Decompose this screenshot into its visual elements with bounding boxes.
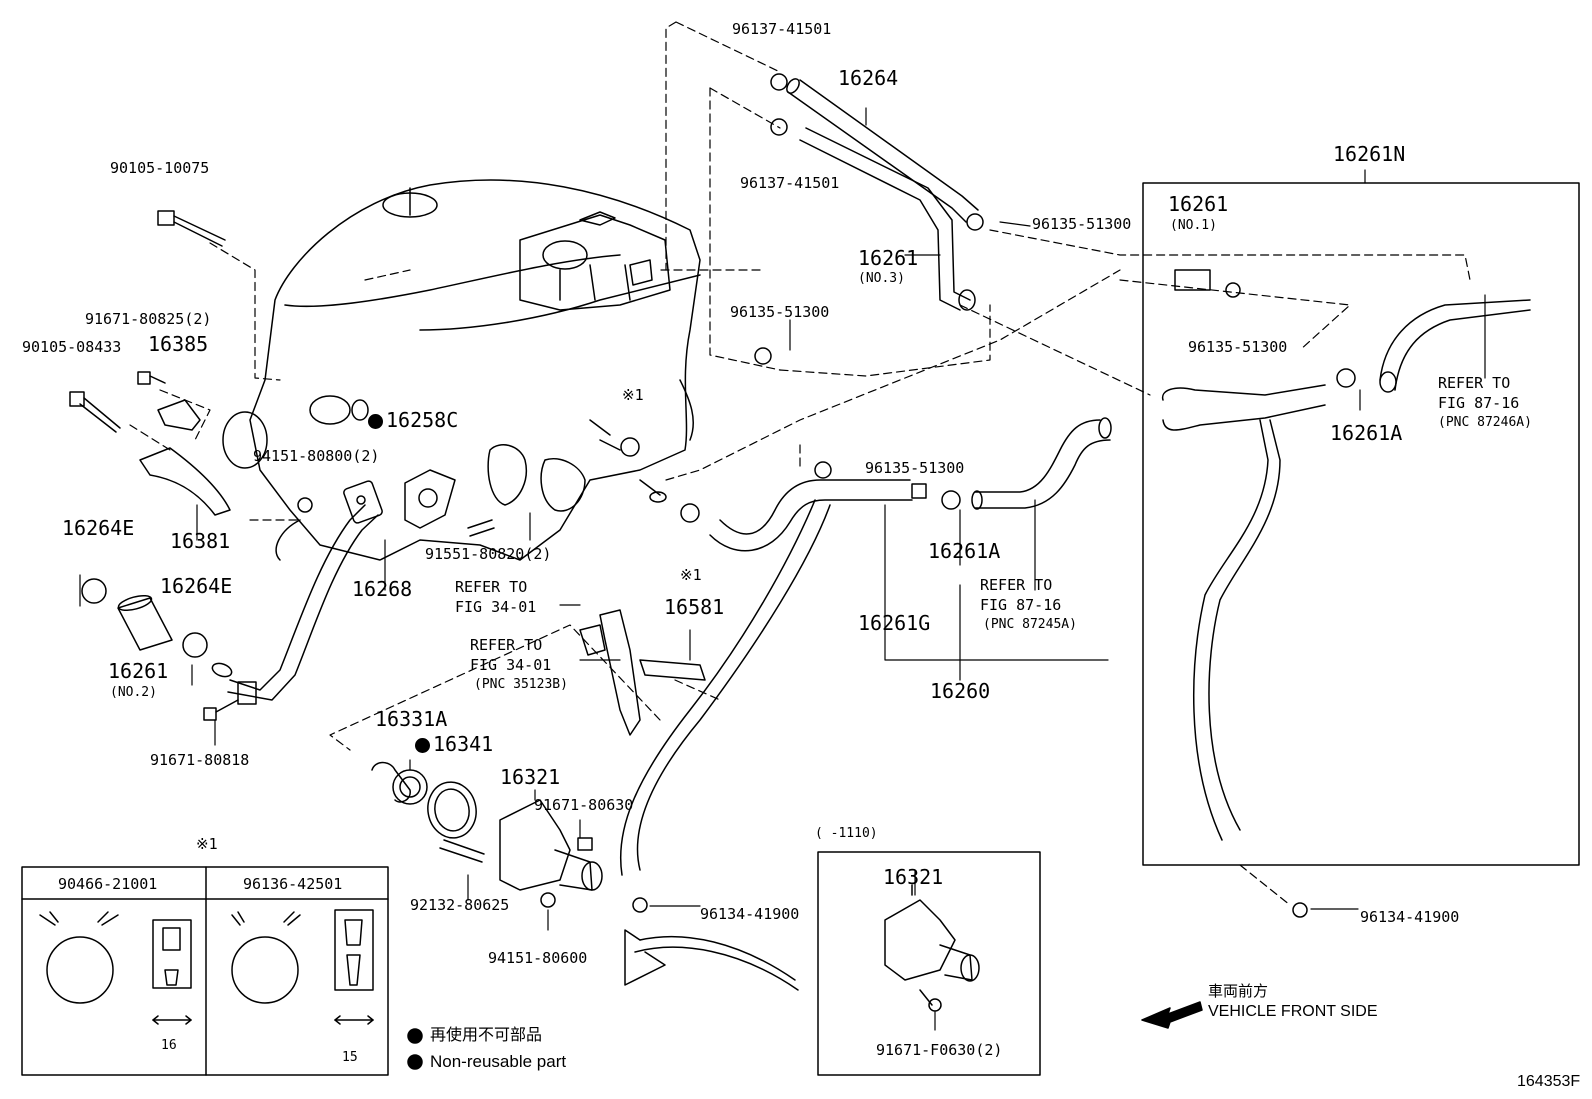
ref-mark-1-c: ※1 bbox=[196, 835, 218, 853]
part-label-91671-80818: 91671-80818 bbox=[150, 751, 250, 769]
clamp-table bbox=[21, 866, 389, 1076]
refer-to-label-1: REFER TO bbox=[1438, 374, 1511, 392]
part-label-16385: 16385 bbox=[148, 332, 209, 356]
solid-leaders bbox=[79, 107, 1486, 1031]
part-label-16261G: 16261G bbox=[858, 611, 931, 635]
clamp-col-96136-42501: 96136-42501 bbox=[243, 875, 343, 893]
part-label-16261-a: 16261 bbox=[1168, 192, 1229, 216]
refer-to-label-3: REFER TO bbox=[455, 578, 528, 596]
figure-code: 164353F bbox=[1517, 1073, 1581, 1090]
label-no2: (NO.2) bbox=[110, 685, 157, 700]
part-label-16261-c: 16261 bbox=[108, 659, 169, 683]
part-label-16321-a: 16321 bbox=[500, 765, 561, 789]
part-label-96135-51300-c: 96135-51300 bbox=[1188, 338, 1288, 356]
part-label-94151-80600: 94151-80600 bbox=[488, 949, 588, 967]
legend-nonreuse-jp: 再使用不可部品 bbox=[430, 1027, 543, 1044]
inset-1110 bbox=[817, 851, 1041, 1076]
part-label-16331A: 16331A bbox=[375, 707, 448, 731]
vehicle-front-label-en: VEHICLE FRONT SIDE bbox=[1208, 1003, 1378, 1020]
part-label-96134-41900-b: 96134-41900 bbox=[1360, 908, 1460, 926]
part-label-96135-51300-b: 96135-51300 bbox=[730, 303, 830, 321]
clamp-col-90466-21001: 90466-21001 bbox=[58, 875, 158, 893]
ref-mark-1-b: ※1 bbox=[680, 566, 702, 584]
hose-16261-no3 bbox=[799, 127, 976, 311]
hose-16261A-left bbox=[971, 417, 1112, 510]
part-label-96134-41900-a: 96134-41900 bbox=[700, 905, 800, 923]
part-label-16261A-mid: 16261A bbox=[928, 539, 1001, 563]
hose-16261N-group bbox=[1142, 182, 1580, 866]
part-label-92132-80625: 92132-80625 bbox=[410, 896, 510, 914]
part-label-16321-b: 16321 bbox=[883, 865, 944, 889]
part-label-91671-80630: 91671-80630 bbox=[534, 796, 634, 814]
part-label-16260: 16260 bbox=[930, 679, 991, 703]
part-label-16268: 16268 bbox=[352, 577, 413, 601]
part-label-96137-41501-mid: 96137-41501 bbox=[740, 174, 840, 192]
brackets bbox=[139, 399, 706, 736]
thermostat bbox=[371, 761, 428, 805]
dimension-16: 16 bbox=[161, 1038, 177, 1053]
label-no1: (NO.1) bbox=[1170, 218, 1217, 233]
legend-nonreuse-en: Non-reusable part bbox=[430, 1052, 567, 1071]
part-label-16264E-a: 16264E bbox=[62, 516, 135, 540]
fig-34-01-label-a: FIG 34-01 bbox=[455, 598, 537, 616]
direction-arrow bbox=[624, 929, 799, 991]
fig-87-16-label-1: FIG 87-16 bbox=[1438, 394, 1520, 412]
pnc-35123B-label: (PNC 35123B) bbox=[474, 677, 568, 692]
hose-16268 bbox=[211, 480, 383, 705]
part-label-16261-b: 16261 bbox=[858, 246, 919, 270]
part-label-96137-41501-top: 96137-41501 bbox=[732, 20, 832, 38]
range-label-1110: ( -1110) bbox=[815, 826, 878, 841]
part-label-96135-51300-d: 96135-51300 bbox=[865, 459, 965, 477]
legend-dots bbox=[407, 1028, 423, 1070]
part-label-16341: 16341 bbox=[415, 733, 493, 755]
water-inlet-16321 bbox=[499, 799, 603, 908]
bolts bbox=[69, 210, 495, 863]
part-label-96135-51300-a: 96135-51300 bbox=[1032, 215, 1132, 233]
part-label-16258C: 16258C bbox=[368, 409, 458, 431]
part-label-16261A-right: 16261A bbox=[1330, 421, 1403, 445]
part-label-90105-08433: 90105-08433 bbox=[22, 338, 122, 356]
part-label-16261N: 16261N bbox=[1333, 142, 1406, 166]
engine-block bbox=[222, 179, 701, 561]
dimension-15: 15 bbox=[342, 1050, 358, 1065]
fig-87-16-label-2: FIG 87-16 bbox=[980, 596, 1062, 614]
clamps bbox=[81, 73, 1356, 918]
dashed-leaders bbox=[129, 21, 1471, 906]
hose-16261-no2 bbox=[117, 594, 173, 651]
part-label-91551-80820: 91551-80820(2) bbox=[425, 545, 552, 563]
part-label-16264: 16264 bbox=[838, 66, 899, 90]
hose-16261G bbox=[619, 479, 927, 876]
pnc-87245A-label: (PNC 87245A) bbox=[983, 617, 1077, 632]
hose-16264 bbox=[786, 78, 979, 223]
fig-34-01-label-b: FIG 34-01 bbox=[470, 656, 552, 674]
gasket-16341 bbox=[427, 781, 477, 839]
part-label-16581: 16581 bbox=[664, 595, 725, 619]
part-label-91671-F0630: 91671-F0630(2) bbox=[876, 1041, 1003, 1059]
part-label-90105-10075: 90105-10075 bbox=[110, 159, 210, 177]
part-label-91671-80825: 91671-80825(2) bbox=[85, 310, 212, 328]
refer-to-label-4: REFER TO bbox=[470, 636, 543, 654]
label-no3: (NO.3) bbox=[858, 271, 905, 286]
vehicle-front-label-jp: 車両前方 bbox=[1208, 983, 1269, 1000]
part-label-94151-80800: 94151-80800(2) bbox=[253, 447, 380, 465]
ref-mark-1-a: ※1 bbox=[622, 386, 644, 404]
vehicle-front-arrow bbox=[1141, 1001, 1203, 1029]
pnc-87246A-label: (PNC 87246A) bbox=[1438, 415, 1532, 430]
refer-to-label-2: REFER TO bbox=[980, 576, 1053, 594]
part-label-16264E-b: 16264E bbox=[160, 574, 233, 598]
part-label-16381: 16381 bbox=[170, 529, 231, 553]
